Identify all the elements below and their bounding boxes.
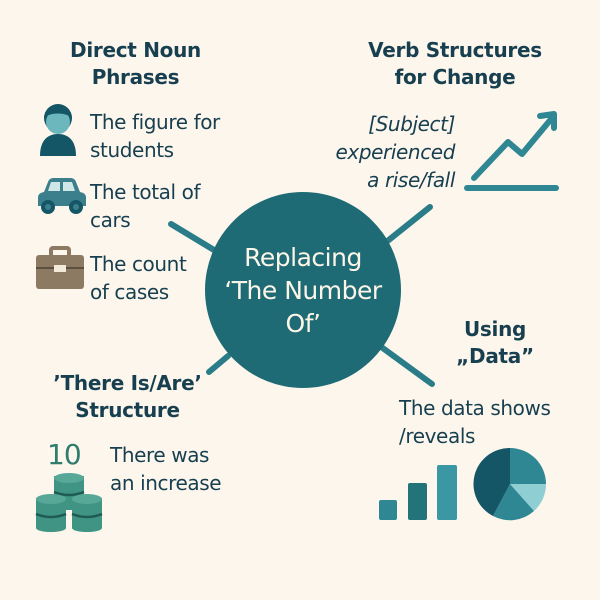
there-is-are-heading: ’There Is/Are’ Structure xyxy=(53,371,202,422)
using-data-heading: Using „Data” xyxy=(456,317,534,368)
verb-structure-example: [Subject] experienced a rise/fall xyxy=(335,112,456,192)
coin-stack-icon xyxy=(35,473,103,532)
hub-title: Replacing ‘The Number Of’ xyxy=(224,242,382,338)
pie-chart-icon xyxy=(473,447,547,521)
noun-phrases-heading: Direct Noun Phrases xyxy=(70,38,201,89)
bar-chart-icon xyxy=(379,465,457,520)
central-hub: Replacing ‘The Number Of’ xyxy=(205,192,401,388)
trend-up-arrow-icon xyxy=(464,111,559,191)
noun-phrase-item-3: The count of cases xyxy=(90,252,187,304)
noun-phrase-item-2: The total of cars xyxy=(90,180,201,232)
connector-there-is-are xyxy=(206,353,231,375)
car-icon xyxy=(38,178,86,214)
there-is-are-example: There was an increase xyxy=(110,443,222,495)
using-data-example: The data shows /reveals xyxy=(399,396,551,448)
connector-noun-phrases xyxy=(168,221,217,253)
count-number: 10 xyxy=(47,438,82,471)
noun-phrase-item-1: The figure for students xyxy=(90,110,220,162)
connector-using-data xyxy=(377,343,435,387)
connector-verb-structures xyxy=(382,204,433,246)
briefcase-icon xyxy=(36,246,84,289)
person-icon xyxy=(40,104,76,156)
verb-structures-heading: Verb Structures for Change xyxy=(368,38,542,89)
